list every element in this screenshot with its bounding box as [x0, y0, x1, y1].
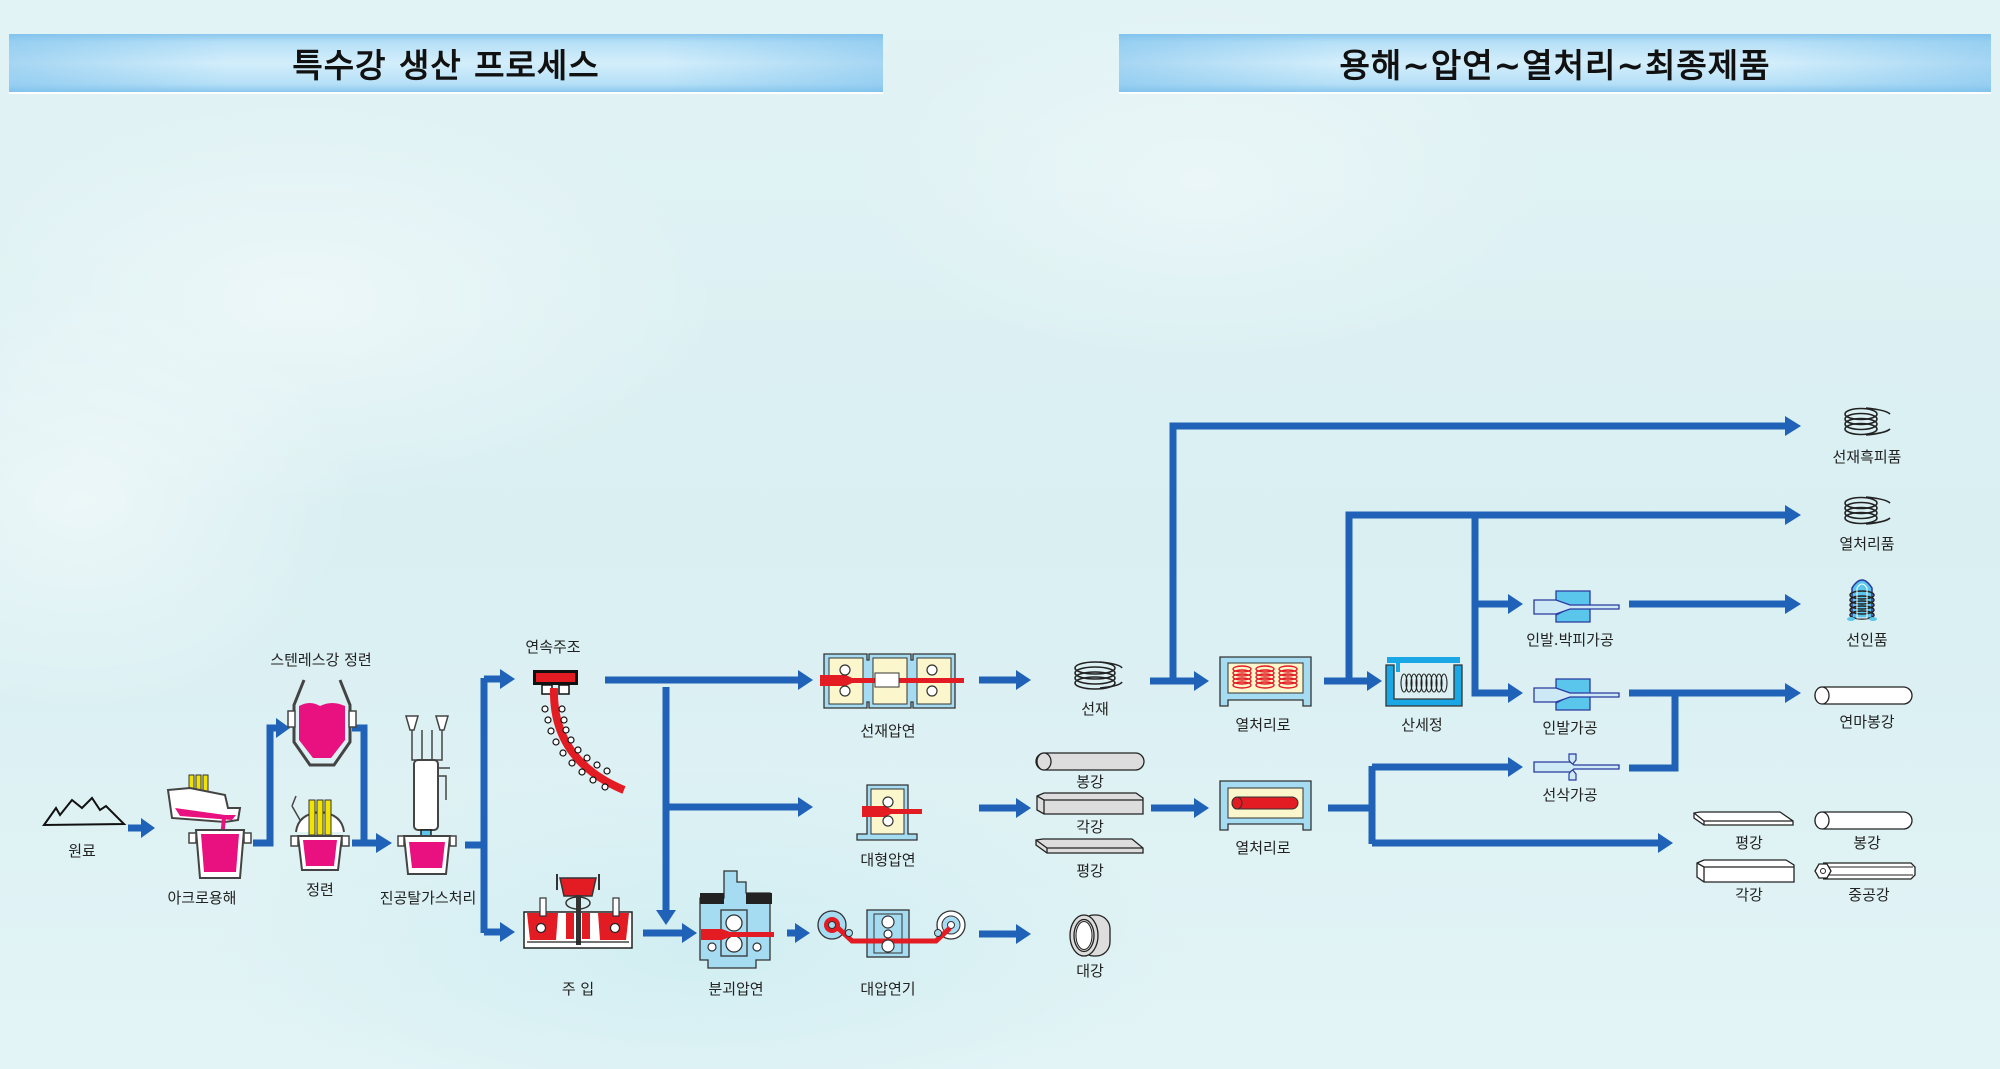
black-wire-rod-product-icon	[1844, 407, 1891, 436]
arrow-arc-to-stainless	[253, 718, 290, 847]
continuous-caster-icon	[533, 670, 626, 794]
flat-bar-product-icon	[1693, 811, 1794, 826]
arrow-to-drawn-wire	[1629, 594, 1801, 614]
label-continuous-casting: 연속주조	[525, 638, 580, 656]
label-round-bar-product: 봉강	[1853, 834, 1881, 852]
banner-title-right: 용해~압연~열처리~최종제품	[1339, 46, 1771, 85]
heat-treat-furnace-coil-icon	[1219, 656, 1312, 707]
label-refining: 정련	[306, 881, 334, 899]
ingot-casting-icon	[523, 874, 633, 949]
flow-arrows	[128, 416, 1801, 944]
arrow-raw-to-arc	[128, 818, 155, 838]
label-strip-rolling: 대압연기	[860, 980, 915, 998]
label-polished-bar: 연마봉강	[1839, 713, 1894, 731]
arrow-ingot-to-blooming	[643, 923, 697, 943]
label-wire-rod: 선재	[1081, 700, 1109, 718]
label-hollow-bar-product: 중공강	[1848, 886, 1890, 904]
label-drawing: 인발가공	[1542, 719, 1597, 737]
drawn-wire-product-icon	[1847, 579, 1877, 621]
arrow-to-polished-bar	[1629, 683, 1801, 772]
label-ingot-casting: 주 입	[562, 980, 594, 998]
ladle-furnace-icon	[290, 795, 350, 871]
arrow-blooming-to-strip-rolling	[787, 923, 810, 943]
label-blooming: 분괴압연	[708, 980, 763, 998]
arrow-furnace2-to-turning	[1328, 757, 1673, 853]
flat-bar-icon	[1035, 838, 1144, 854]
label-square-bar-product: 각강	[1735, 886, 1763, 904]
heat-treat-furnace-bar-icon	[1219, 780, 1312, 831]
label-drawn-wire: 선인품	[1846, 631, 1887, 649]
drawing-die-icon-1	[1533, 590, 1620, 623]
label-pickling: 산세정	[1401, 716, 1442, 734]
arrow-to-strip	[979, 924, 1031, 944]
blooming-mill-icon	[699, 870, 774, 969]
arrow-pickling-to-drawing	[1471, 515, 1523, 703]
hollow-bar-product-icon	[1814, 862, 1916, 880]
round-bar-product-icon	[1814, 811, 1913, 830]
label-stainless-refining: 스텐레스강 정련	[270, 651, 371, 669]
label-heat-treat-furnace-1: 열처리로	[1235, 716, 1290, 734]
label-arc-melting: 아크로용해	[167, 889, 236, 907]
banner-title-left: 특수강 생산 프로세스	[292, 46, 600, 85]
arrow-furnace-to-pickling	[1324, 505, 1801, 691]
label-square-bar: 각강	[1076, 818, 1104, 836]
wire-coil-icon	[1074, 661, 1123, 690]
arrow-stainless-to-vacuum	[352, 724, 378, 847]
label-round-bar: 봉강	[1076, 773, 1104, 791]
square-bar-product-icon	[1696, 859, 1795, 883]
round-bar-icon	[1035, 752, 1145, 771]
arrow-vacuum-to-casting	[465, 669, 515, 942]
arrow-refining-to-vacuum	[352, 833, 392, 853]
raw-material-pile-icon	[42, 796, 127, 827]
label-black-wire-rod: 선재흑피품	[1832, 448, 1901, 466]
arrow-to-wire-rod	[979, 670, 1031, 690]
polished-bar-product-icon	[1814, 686, 1913, 705]
arrow-to-bars	[979, 798, 1031, 818]
label-wire-rod-rolling: 선재압연	[860, 722, 915, 740]
square-bar-icon	[1036, 792, 1144, 815]
label-flat-bar: 평강	[1076, 862, 1104, 880]
label-heat-treat-furnace-2: 열처리로	[1235, 839, 1290, 857]
label-raw-material: 원료	[68, 842, 96, 860]
strip-coil-icon	[1069, 914, 1111, 957]
arrow-bars-to-furnace	[1151, 798, 1209, 818]
vacuum-degasser-icon	[397, 715, 457, 875]
large-section-mill-icon	[856, 784, 922, 841]
label-heat-treated: 열처리품	[1839, 535, 1894, 553]
label-turning: 선삭가공	[1542, 786, 1597, 804]
label-flat-bar-product: 평강	[1735, 834, 1763, 852]
label-strip: 대강	[1076, 962, 1104, 980]
label-large-section-rolling: 대형압연	[860, 851, 915, 869]
arrow-wire-rod-to-furnace	[1150, 416, 1801, 691]
label-drawing-peeling: 인발.박피가공	[1526, 631, 1614, 649]
arrow-casting-to-rolling	[605, 670, 813, 925]
turning-tool-icon	[1533, 753, 1620, 781]
wire-rod-mill-icon	[820, 653, 964, 709]
arc-furnace-icon	[166, 774, 252, 879]
label-vacuum-degassing: 진공탈가스처리	[380, 889, 477, 907]
banner-melting-to-final-product: 용해~압연~열처리~최종제품	[1119, 34, 1991, 94]
heat-treated-product-icon	[1844, 496, 1891, 525]
converter-vessel-icon	[287, 679, 357, 767]
drawing-die-icon-2	[1533, 678, 1620, 711]
strip-mill-icon	[817, 909, 966, 958]
banner-special-steel-process: 특수강 생산 프로세스	[9, 34, 883, 94]
pickling-tank-icon	[1385, 657, 1463, 707]
